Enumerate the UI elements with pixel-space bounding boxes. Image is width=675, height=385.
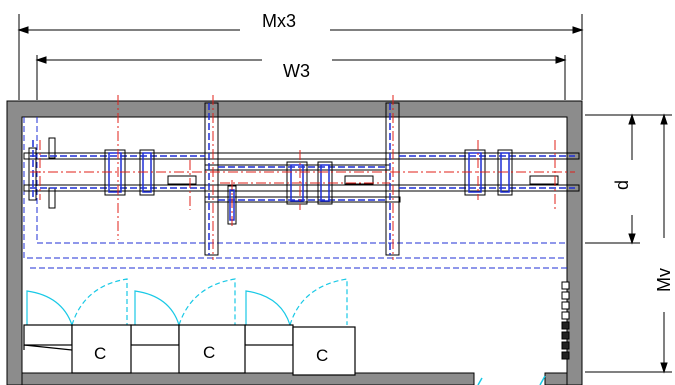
- unit-c-3: [292, 326, 356, 376]
- bottom-opening: [477, 375, 546, 385]
- door-swings: [26, 278, 348, 326]
- cabinet-panel: [23, 324, 73, 346]
- unit-c-1: [71, 324, 132, 374]
- wall-bottom-right: [544, 372, 568, 385]
- overall-width-label: Mx3: [262, 11, 296, 31]
- wall-top: [6, 100, 583, 385]
- inner-width-label: W3: [283, 61, 310, 81]
- wall-bottom-left: [21, 372, 475, 385]
- dimension-overall-width: [17, 14, 584, 100]
- cabinet-row: [23, 324, 356, 376]
- unit-c-3-label: C: [316, 346, 328, 365]
- rail-hidden-lines: [30, 103, 575, 255]
- height-label: Mv: [654, 268, 674, 292]
- cabinet-panel: [130, 324, 180, 346]
- dimension-depth: [585, 113, 640, 245]
- unit-c-2-label: C: [203, 343, 215, 362]
- unit-c-2: [178, 324, 246, 374]
- cabinet-panel: [244, 324, 294, 346]
- rail-assembly: [23, 102, 580, 256]
- dimension-height: [585, 113, 672, 374]
- drive-unit-hidden: [108, 152, 510, 221]
- drive-units: [104, 149, 513, 205]
- depth-label: d: [612, 180, 632, 190]
- stacked-boxes: [561, 281, 570, 360]
- unit-c-1-label: C: [94, 344, 106, 363]
- column-left: [204, 102, 219, 256]
- center-lines: [30, 95, 575, 260]
- building-walls: [6, 100, 583, 385]
- dimension-inner-width: [35, 55, 567, 100]
- column-right: [385, 102, 400, 256]
